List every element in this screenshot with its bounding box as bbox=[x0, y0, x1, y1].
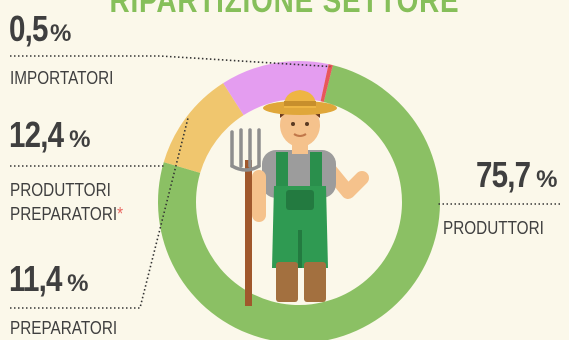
label-importatori: IMPORTATORI bbox=[10, 68, 114, 88]
donut-slices bbox=[158, 61, 441, 340]
value-preparatori-number: 11,4 bbox=[9, 258, 62, 299]
value-produttori-number: 75,7 bbox=[476, 154, 531, 195]
leader-lines bbox=[10, 55, 560, 309]
value-preparatori-unit: % bbox=[67, 270, 89, 297]
value-produttori-unit: % bbox=[536, 166, 558, 193]
value-preparatori: 11,4% bbox=[9, 258, 88, 300]
value-importatori-number: 0,5 bbox=[9, 8, 48, 49]
slice-preparatori bbox=[163, 83, 244, 173]
value-produttori-preparatori-unit: % bbox=[69, 126, 91, 153]
value-produttori-preparatori-number: 12,4 bbox=[9, 114, 64, 155]
label-preparatori: PREPARATORI bbox=[10, 318, 118, 338]
chart-title: RIPARTIZIONE SETTORE bbox=[109, 0, 460, 20]
value-produttori: 75,7% bbox=[476, 154, 557, 196]
value-importatori-unit: % bbox=[50, 20, 72, 47]
footnote-marker: * bbox=[117, 204, 124, 224]
value-importatori: 0,5% bbox=[9, 8, 71, 50]
value-produttori-preparatori: 12,4% bbox=[9, 114, 90, 156]
label-produttori-preparatori: PRODUTTORI PREPARATORI* bbox=[10, 178, 123, 226]
farmer-icon bbox=[230, 90, 369, 306]
slice-produttori-preparatori bbox=[223, 61, 329, 116]
leader-preparatori bbox=[10, 118, 189, 309]
label-produttori-preparatori-line2: PREPARATORI bbox=[10, 204, 118, 224]
label-produttori-preparatori-line1: PRODUTTORI bbox=[10, 180, 111, 200]
slice-importatori bbox=[320, 64, 333, 103]
label-produttori: PRODUTTORI bbox=[443, 218, 544, 238]
